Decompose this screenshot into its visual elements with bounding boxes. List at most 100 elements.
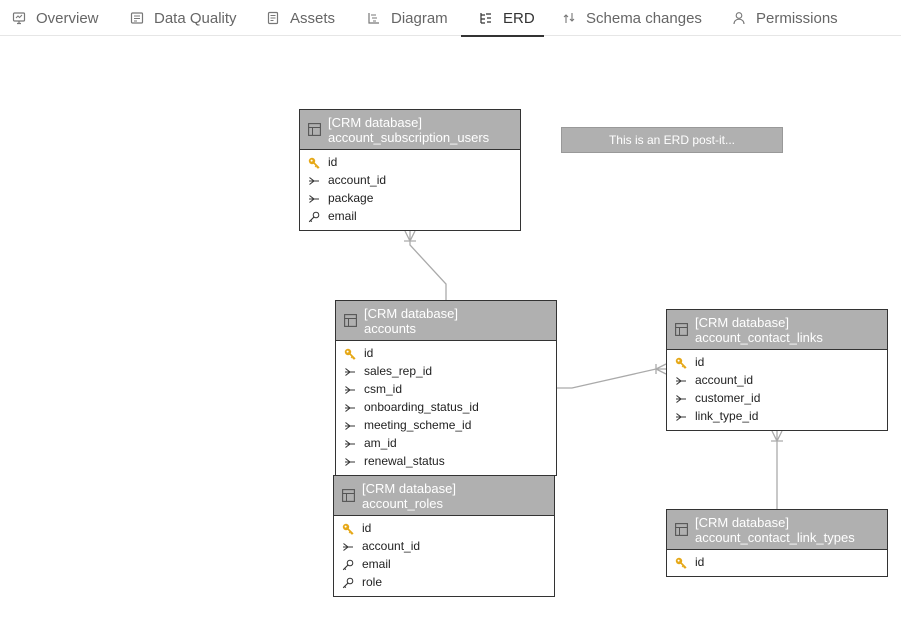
field-row[interactable]: account_id [300,171,520,189]
primary-key-icon [675,556,687,569]
primary-key-icon [308,156,320,169]
field-name: id [364,346,374,360]
field-row[interactable]: role [334,573,554,591]
field-row[interactable]: csm_id [336,380,556,398]
entity-fields: id [667,550,887,571]
field-row[interactable]: link_type_id [667,407,887,425]
field-name: id [695,555,705,569]
field-row[interactable]: package [300,189,520,207]
field-row[interactable]: id [334,519,554,537]
entity-header: [CRM database] account_subscription_user… [300,110,520,150]
entity-name: account_subscription_users [328,130,490,145]
relation-line [409,231,447,300]
entity-header: [CRM database] account_contact_links [667,310,887,350]
field-row[interactable]: customer_id [667,389,887,407]
field-row[interactable]: meeting_scheme_id [336,416,556,434]
field-row[interactable]: sales_rep_id [336,362,556,380]
field-name: id [328,155,338,169]
foreign-key-icon [675,410,687,422]
field-name: meeting_scheme_id [364,418,472,432]
tab-data-quality[interactable]: Data Quality [130,0,237,36]
field-name: id [362,521,372,535]
field-name: link_type_id [695,409,759,423]
tab-erd[interactable]: ERD [461,0,544,37]
table-icon [308,123,321,136]
field-row[interactable]: id [336,344,556,362]
field-name: onboarding_status_id [364,400,479,414]
key-outline-icon [308,210,320,223]
entity-account-contact-link-types[interactable]: [CRM database] account_contact_link_type… [666,509,888,577]
entity-database: [CRM database] [362,481,456,496]
entity-header: [CRM database] account_roles [334,476,554,516]
relation-line [556,368,666,389]
crow-foot-icon [771,430,783,443]
field-row[interactable]: id [667,553,887,571]
primary-key-icon [675,356,687,369]
field-row[interactable]: am_id [336,434,556,452]
field-name: id [695,355,705,369]
foreign-key-icon [675,392,687,404]
tab-assets[interactable]: Assets [266,0,335,36]
erd-postit[interactable]: This is an ERD post-it... [561,127,783,153]
tab-label: ERD [503,9,535,27]
entity-accounts[interactable]: [CRM database] accounts id sales_rep_id … [335,300,557,476]
tab-label: Permissions [756,9,838,27]
entity-header: [CRM database] accounts [336,301,556,341]
foreign-key-icon [342,540,354,552]
crow-foot-icon [654,363,667,375]
field-row[interactable]: onboarding_status_id [336,398,556,416]
primary-key-icon [342,522,354,535]
entity-name: account_contact_links [695,330,823,345]
entity-name: account_roles [362,496,443,511]
data-quality-icon [130,11,144,25]
tab-permissions[interactable]: Permissions [732,0,838,36]
entity-header: [CRM database] account_contact_link_type… [667,510,887,550]
tab-overview[interactable]: Overview [12,0,99,36]
table-icon [675,323,688,336]
field-row[interactable]: account_id [667,371,887,389]
field-row[interactable]: id [300,153,520,171]
field-row[interactable]: renewal_status [336,452,556,470]
field-name: package [328,191,374,205]
entity-account-contact-links[interactable]: [CRM database] account_contact_links id … [666,309,888,431]
field-row[interactable]: account_id [334,537,554,555]
entity-fields: id account_id package email [300,150,520,225]
table-icon [344,314,357,327]
tab-diagram[interactable]: Diagram [367,0,448,36]
entity-database: [CRM database] [364,306,458,321]
primary-key-icon [344,347,356,360]
entity-account-roles[interactable]: [CRM database] account_roles id account_… [333,475,555,597]
field-name: role [362,575,383,589]
entity-fields: id account_id customer_id link_type_id [667,350,887,425]
entity-database: [CRM database] [328,115,422,130]
foreign-key-icon [344,455,356,467]
crow-foot-icon [404,230,416,243]
user-icon [732,11,746,25]
entity-fields: id account_id email role [334,516,554,591]
entity-fields: id sales_rep_id csm_id onboarding_status… [336,341,556,470]
tab-label: Diagram [391,9,448,27]
field-name: am_id [364,436,397,450]
table-icon [675,523,688,536]
field-name: csm_id [364,382,403,396]
field-row[interactable]: email [334,555,554,573]
entity-database: [CRM database] [695,515,789,530]
field-name: account_id [695,373,754,387]
field-row[interactable]: email [300,207,520,225]
tab-label: Overview [36,9,99,27]
entity-database: [CRM database] [695,315,789,330]
foreign-key-icon [308,174,320,186]
diagram-icon [367,11,381,25]
entity-account-subscription-users[interactable]: [CRM database] account_subscription_user… [299,109,521,231]
monitor-icon [12,11,26,25]
field-name: account_id [328,173,387,187]
table-icon [342,489,355,502]
schema-changes-icon [562,11,576,25]
entity-name: account_contact_link_types [695,530,855,545]
tab-schema-changes[interactable]: Schema changes [562,0,702,36]
foreign-key-icon [344,419,356,431]
foreign-key-icon [344,365,356,377]
tab-label: Schema changes [586,9,702,27]
tab-bar: Overview Data Quality Assets Diagram ERD… [0,0,901,37]
field-row[interactable]: id [667,353,887,371]
